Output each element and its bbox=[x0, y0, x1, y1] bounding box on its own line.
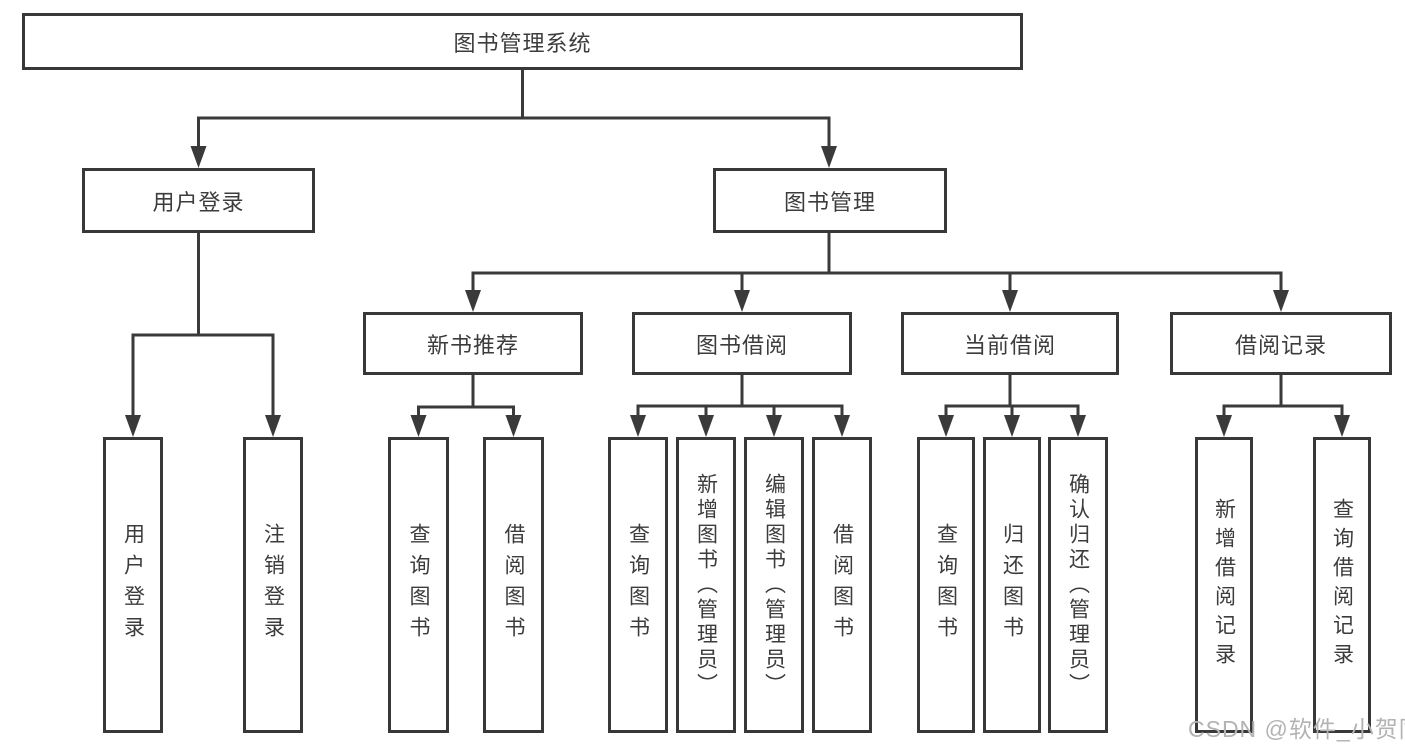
leaf-newbook-borrow-books: 借阅图书 bbox=[483, 437, 544, 733]
leaf-borrow-query-books: 查询图书 bbox=[608, 437, 668, 733]
leaf-records-add-record: 新增借阅记录 bbox=[1195, 437, 1253, 733]
leaf-borrow-borrow-books: 借阅图书 bbox=[812, 437, 872, 733]
node-user-login: 用户登录 bbox=[82, 168, 315, 233]
node-book-management: 图书管理 bbox=[713, 168, 947, 233]
leaf-newbook-query-books: 查询图书 bbox=[388, 437, 449, 733]
leaf-user-login: 用户登录 bbox=[103, 437, 163, 733]
node-book-borrow: 图书借阅 bbox=[632, 312, 852, 375]
leaf-current-confirm-return-admin: 确认归还（管理员） bbox=[1048, 437, 1108, 733]
leaf-current-return-books: 归还图书 bbox=[983, 437, 1041, 733]
leaf-records-query-record: 查询借阅记录 bbox=[1313, 437, 1371, 733]
leaf-logout: 注销登录 bbox=[243, 437, 303, 733]
node-new-book-recommend: 新书推荐 bbox=[363, 312, 583, 375]
csdn-watermark: CSDN @软件_小贺同学 bbox=[1188, 716, 1405, 742]
node-current-borrow: 当前借阅 bbox=[901, 312, 1119, 375]
node-root-system: 图书管理系统 bbox=[22, 13, 1023, 70]
leaf-borrow-edit-books-admin: 编辑图书（管理员） bbox=[744, 437, 804, 733]
leaf-borrow-add-books-admin: 新增图书（管理员） bbox=[676, 437, 736, 733]
node-borrow-records: 借阅记录 bbox=[1170, 312, 1392, 375]
leaf-current-query-books: 查询图书 bbox=[917, 437, 975, 733]
